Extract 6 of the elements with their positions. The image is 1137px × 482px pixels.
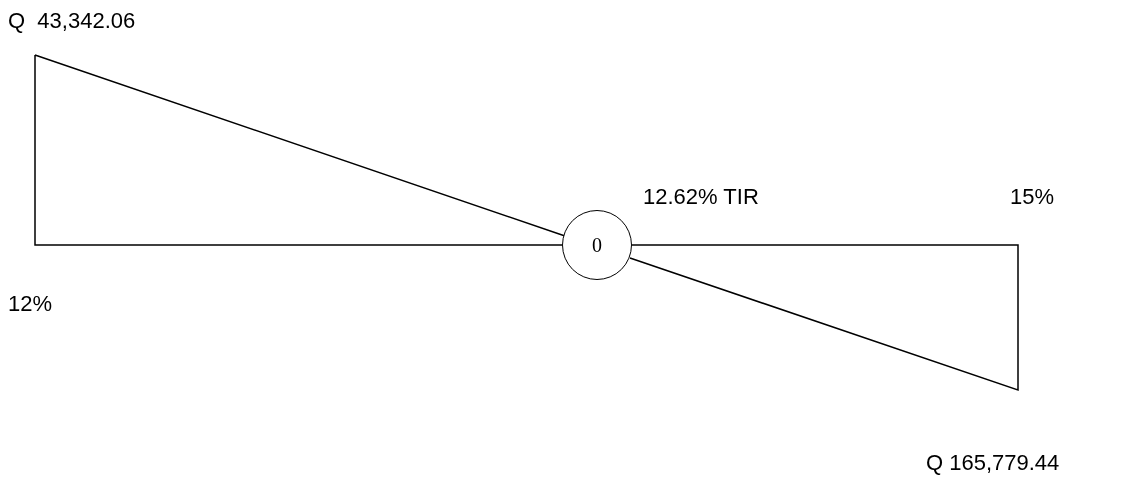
circle-node: 0 [562, 210, 632, 280]
rate-label: 12.62% TIR [643, 184, 759, 210]
value-label: Q 43,342.06 [8, 8, 136, 34]
rate-label: 15% [1010, 184, 1055, 210]
value-label: Q 165,779.44 [926, 450, 1060, 476]
rate-label: 12% [8, 291, 53, 317]
